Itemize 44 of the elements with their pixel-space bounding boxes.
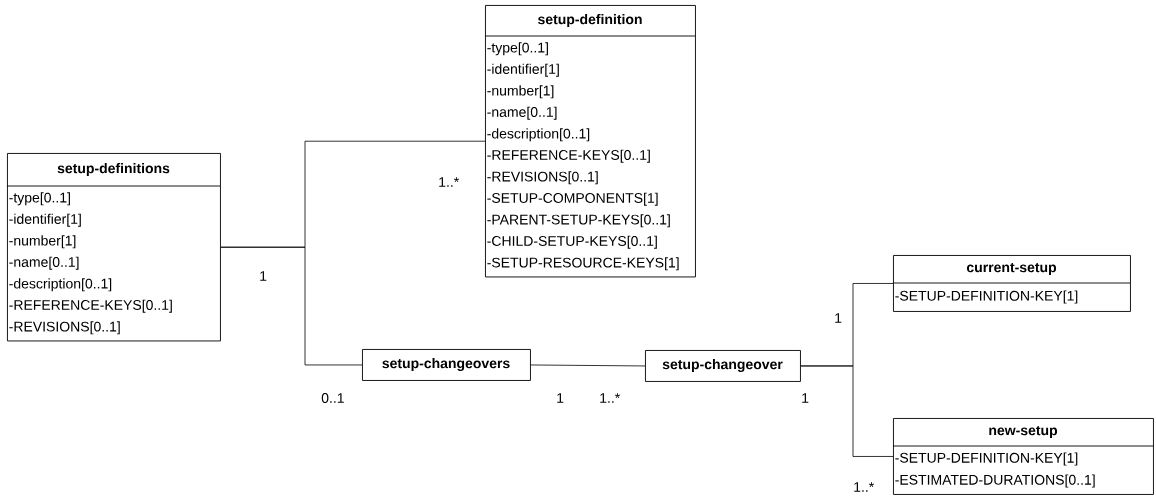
- attribute-text: -REVISIONS[0..1]: [487, 171, 598, 185]
- class-name: new-setup: [989, 426, 1058, 438]
- connector-line: [530, 364, 646, 367]
- multiplicity-label: 1: [835, 313, 842, 323]
- attribute-text: -type[0..1]: [9, 192, 70, 206]
- connector-line: [220, 246, 363, 366]
- class-name: setup-definitions: [57, 163, 170, 176]
- multiplicity-label: 0..1: [321, 393, 344, 403]
- attribute-text: -SETUP-COMPONENTS[1]: [487, 192, 658, 206]
- multiplicity-label: 1..*: [600, 393, 620, 403]
- attribute-text: -REFERENCE-KEYS[0..1]: [9, 299, 172, 313]
- attribute-text: -name[0..1]: [9, 256, 79, 270]
- attribute-text: -number[1]: [487, 85, 554, 99]
- attribute-text: -REVISIONS[0..1]: [9, 321, 120, 335]
- attribute-text: -name[0..1]: [487, 106, 557, 120]
- attribute-text: -SETUP-DEFINITION-KEY[1]: [895, 290, 1078, 304]
- class-box: [362, 349, 531, 381]
- attribute-text: -identifier[1]: [487, 63, 559, 77]
- attribute-text: -SETUP-RESOURCE-KEYS[1]: [487, 257, 679, 271]
- attribute-text: -CHILD-SETUP-KEYS[0..1]: [487, 235, 657, 249]
- attribute-text: -description[0..1]: [9, 278, 112, 292]
- attribute-text: -type[0..1]: [487, 42, 548, 56]
- class-box: [6, 153, 221, 342]
- attribute-text: -number[1]: [9, 235, 76, 249]
- attribute-text: -PARENT-SETUP-KEYS[0..1]: [487, 214, 670, 228]
- multiplicity-label: 1..*: [439, 177, 459, 187]
- class-box: [892, 255, 1131, 312]
- class-name: setup-changeovers: [382, 357, 510, 372]
- multiplicity-label: 1..*: [854, 482, 874, 492]
- attribute-text: -ESTIMATED-DURATIONS[0..1]: [895, 474, 1095, 488]
- attribute-text: -REFERENCE-KEYS[0..1]: [487, 149, 650, 163]
- connector-line: [800, 365, 894, 457]
- class-name: setup-definition: [538, 13, 642, 27]
- class-name: current-setup: [966, 262, 1057, 275]
- class-box: [484, 5, 696, 278]
- multiplicity-label: 1: [557, 393, 564, 403]
- class-name: setup-changeover: [662, 358, 783, 373]
- class-box: [645, 350, 801, 382]
- multiplicity-label: 1: [802, 393, 809, 403]
- class-box: [892, 418, 1154, 495]
- attribute-text: -identifier[1]: [9, 213, 81, 227]
- attribute-text: -description[0..1]: [487, 128, 590, 142]
- attribute-text: -SETUP-DEFINITION-KEY[1]: [895, 452, 1078, 466]
- multiplicity-label: 1: [260, 271, 267, 281]
